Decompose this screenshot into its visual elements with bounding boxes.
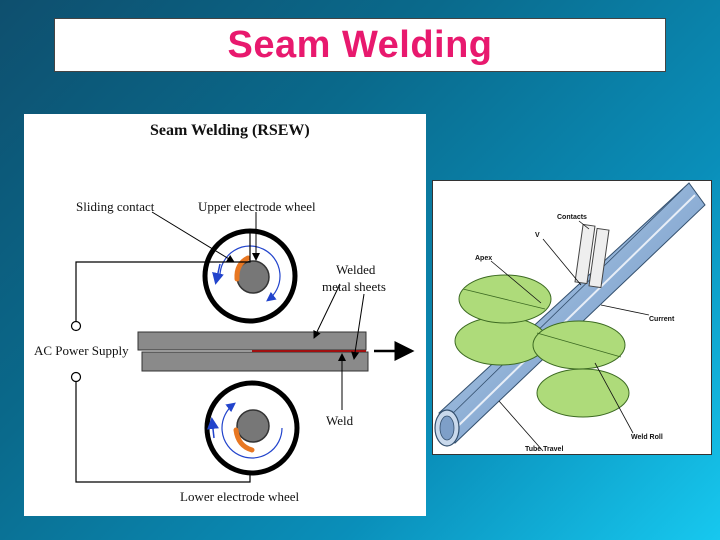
- tube-weld-diagram-panel: Contacts V Apex Current Weld Roll Tube T…: [432, 180, 712, 455]
- label-current: Current: [649, 316, 675, 323]
- label-lower-electrode-wheel: Lower electrode wheel: [180, 489, 299, 504]
- label-ac-power-supply: AC Power Supply: [34, 343, 129, 358]
- contacts: [574, 223, 610, 289]
- label-weld-roll: Weld Roll: [631, 434, 663, 441]
- lower-electrode-wheel: [204, 380, 300, 476]
- weld-roll-upper: [454, 274, 552, 366]
- slide-title: Seam Welding: [227, 23, 493, 66]
- rsew-diagram-panel: Seam Welding (RSEW): [24, 114, 426, 516]
- label-upper-electrode-wheel: Upper electrode wheel: [198, 199, 316, 214]
- upper-electrode-wheel: [202, 228, 298, 324]
- rsew-title: Seam Welding (RSEW): [150, 122, 310, 139]
- title-box: Seam Welding: [54, 18, 666, 72]
- rsew-diagram: Seam Welding (RSEW): [34, 122, 415, 504]
- label-sliding-contact: Sliding contact: [76, 199, 155, 214]
- label-welded-line2: metal sheets: [322, 279, 386, 294]
- label-weld: Weld: [326, 413, 354, 428]
- weld-roll-lower: [532, 320, 630, 418]
- power-supply-wiring: [70, 230, 251, 483]
- tube-weld-diagram: Contacts V Apex Current Weld Roll Tube T…: [434, 182, 706, 453]
- tube: [434, 182, 706, 447]
- label-contacts: Contacts: [557, 214, 587, 221]
- metal-sheets: [137, 331, 369, 372]
- label-apex: Apex: [475, 255, 492, 262]
- label-tube-travel: Tube Travel: [525, 446, 563, 453]
- label-v: V: [535, 232, 540, 239]
- label-welded-line1: Welded: [336, 262, 376, 277]
